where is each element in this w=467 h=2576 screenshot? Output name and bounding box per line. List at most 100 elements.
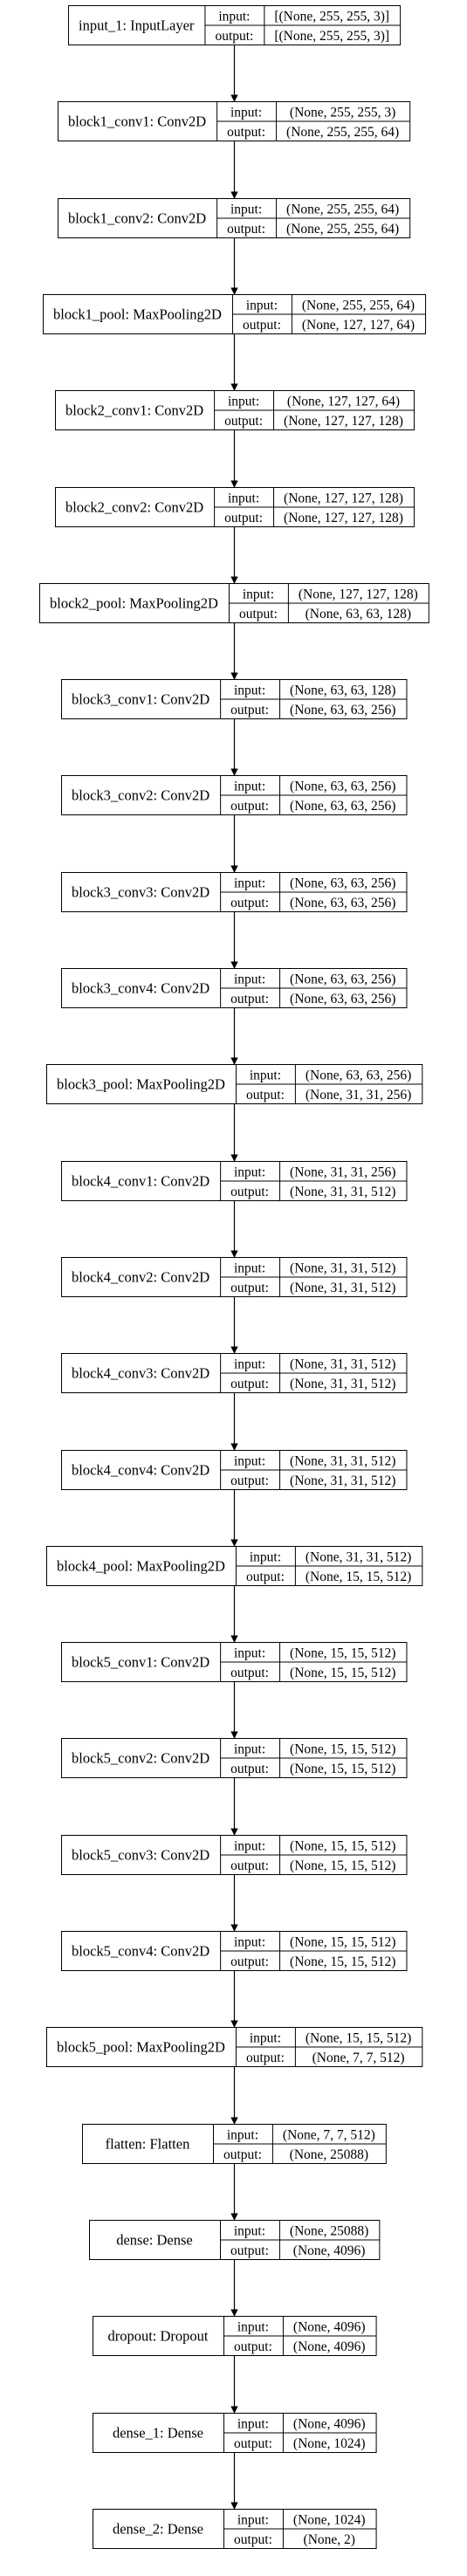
layer-node: block4_conv3: Conv2Dinput:output:(None, …: [61, 1353, 408, 1393]
layer-name: block4_pool: MaxPooling2D: [57, 1558, 225, 1575]
output-shape: (None, 127, 127, 128): [284, 414, 403, 429]
layer-name: dense: Dense: [116, 2232, 193, 2249]
output-port-label: output:: [227, 125, 265, 140]
layer-name: input_1: InputLayer: [79, 17, 195, 34]
input-shape: (None, 127, 127, 64): [287, 394, 400, 409]
output-shape: (None, 15, 15, 512): [290, 1666, 395, 1680]
output-shape: (None, 127, 127, 64): [302, 318, 415, 333]
input-shape: (None, 15, 15, 512): [290, 1645, 395, 1660]
input-shape: (None, 255, 255, 64): [286, 202, 399, 216]
output-shape: [(None, 255, 255, 3)]: [274, 29, 389, 44]
input-shape: (None, 63, 63, 256): [290, 876, 395, 890]
layer-name: block5_conv3: Conv2D: [72, 1847, 209, 1864]
input-port-label: input:: [237, 2416, 269, 2431]
output-port-label: output:: [230, 799, 269, 814]
input-port-label: input:: [234, 1164, 265, 1179]
input-shape: (None, 255, 255, 3): [290, 105, 395, 120]
output-port-label: output:: [230, 1666, 269, 1680]
output-port-label: output:: [230, 1281, 269, 1295]
output-shape: (None, 63, 63, 128): [306, 607, 411, 622]
layer-node: block5_conv3: Conv2Dinput:output:(None, …: [61, 1835, 408, 1875]
layer-name: block3_conv4: Conv2D: [72, 980, 209, 997]
layer-name: dense_2: Dense: [113, 2521, 203, 2538]
layer-node: block1_conv1: Conv2Dinput:output:(None, …: [58, 101, 411, 141]
input-shape: (None, 15, 15, 512): [290, 1741, 395, 1756]
layer-node: block3_conv4: Conv2Dinput:output:(None, …: [61, 968, 408, 1008]
output-port-label: output:: [230, 1473, 269, 1488]
output-shape: (None, 4096): [293, 2243, 366, 2258]
layer-node: block4_conv4: Conv2D input: output: (None, …: [61, 1450, 408, 1490]
output-port-label: output:: [230, 1762, 269, 1776]
layer-name: block4_conv2: Conv2D: [72, 1269, 209, 1286]
output-shape: (None, 15, 15, 512): [306, 1570, 411, 1584]
input-shape: (None, 15, 15, 512): [306, 2030, 411, 2045]
output-shape: (None, 7, 7, 512): [312, 2050, 405, 2065]
input-shape: (None, 25088): [290, 2223, 368, 2238]
output-shape: (None, 31, 31, 256): [306, 1088, 411, 1103]
layer-name: block2_conv2: Conv2D: [65, 499, 203, 516]
input-port-label: input:: [228, 394, 259, 409]
input-shape: (None, 4096): [293, 2416, 366, 2431]
input-shape: (None, 63, 63, 256): [290, 972, 395, 986]
output-shape: (None, 15, 15, 512): [290, 1762, 395, 1776]
input-shape: (None, 31, 31, 512): [306, 1549, 411, 1564]
input-shape: (None, 31, 31, 256): [290, 1164, 395, 1179]
input-shape: (None, 63, 63, 256): [290, 779, 395, 793]
layer-nodes: input_1: InputLayer input: output: [(None, …: [39, 5, 429, 2549]
input-shape: (None, 255, 255, 64): [302, 298, 415, 313]
input-port-label: input:: [234, 2223, 265, 2238]
output-port-label: output:: [234, 2532, 272, 2547]
output-port-label: output:: [230, 2243, 269, 2258]
input-shape: (None, 63, 63, 128): [290, 683, 395, 697]
input-port-label: input:: [234, 1357, 265, 1371]
layer-node: block4_conv1: Conv2Dinput:output:(None, …: [61, 1161, 408, 1201]
layer-node: block4_conv2: Conv2Dinput:output:(None, …: [61, 1257, 408, 1297]
input-port-label: input:: [246, 298, 278, 313]
input-port-label: input:: [218, 9, 250, 24]
input-shape: (None, 31, 31, 512): [290, 1357, 395, 1371]
input-shape: (None, 4096): [293, 2319, 366, 2334]
input-port-label: input:: [234, 779, 265, 793]
input-shape: (None, 15, 15, 512): [290, 1838, 395, 1853]
output-shape: (None, 31, 31, 512): [290, 1473, 395, 1488]
input-shape: (None, 31, 31, 512): [290, 1453, 395, 1468]
layer-node: block3_conv2: Conv2Dinput:output:(None, …: [61, 775, 408, 815]
input-port-label: input:: [250, 2030, 281, 2045]
input-port-label: input:: [234, 1741, 265, 1756]
layer-node: block4_pool: MaxPooling2Dinput:output:(N…: [46, 1546, 423, 1586]
input-port-label: input:: [234, 683, 265, 697]
layer-name: block4_conv1: Conv2D: [72, 1173, 209, 1190]
layer-name: block3_conv3: Conv2D: [72, 884, 209, 901]
output-shape: (None, 31, 31, 512): [290, 1281, 395, 1295]
output-shape: (None, 15, 15, 512): [290, 1858, 395, 1873]
input-shape: (None, 7, 7, 512): [283, 2127, 375, 2142]
output-shape: (None, 63, 63, 256): [290, 992, 395, 1006]
output-port-label: output:: [215, 29, 253, 44]
layer-name: block3_conv1: Conv2D: [72, 691, 209, 708]
layer-node: block2_conv2: Conv2Dinput:output:(None, …: [55, 487, 415, 527]
input-port-label: input:: [250, 1068, 281, 1082]
layer-node: block5_conv4: Conv2Dinput:output:(None, …: [61, 1931, 408, 1971]
layer-name: block2_conv1: Conv2D: [65, 402, 203, 419]
layer-node: block3_conv1: Conv2Dinput:output:(None, …: [61, 679, 408, 719]
output-shape: (None, 4096): [293, 2339, 366, 2354]
output-port-label: output:: [246, 2050, 285, 2065]
output-shape: (None, 15, 15, 512): [290, 1954, 395, 1969]
layer-name: dense_1: Dense: [113, 2425, 203, 2442]
layer-name: block5_pool: MaxPooling2D: [57, 2039, 225, 2056]
input-port-label: input:: [234, 1453, 265, 1468]
input-port-label: input:: [250, 1549, 281, 1564]
input-port-label: input:: [237, 2319, 269, 2334]
layer-name: block5_conv2: Conv2D: [72, 1750, 209, 1767]
input-port-label: input:: [234, 1838, 265, 1853]
layer-name: block4_conv4: Conv2D: [72, 1462, 209, 1479]
layer-node: block1_pool: MaxPooling2Dinput:output:(N…: [43, 294, 427, 334]
layer-name: block1_conv2: Conv2D: [68, 210, 206, 227]
input-shape: (None, 15, 15, 512): [290, 1934, 395, 1949]
output-port-label: output:: [224, 414, 263, 429]
layer-name: dropout: Dropout: [107, 2328, 208, 2345]
input-port-label: input:: [234, 1645, 265, 1660]
layer-node: block2_conv1: Conv2D input: output: (None, …: [55, 390, 415, 430]
output-shape: (None, 255, 255, 64): [286, 125, 399, 140]
